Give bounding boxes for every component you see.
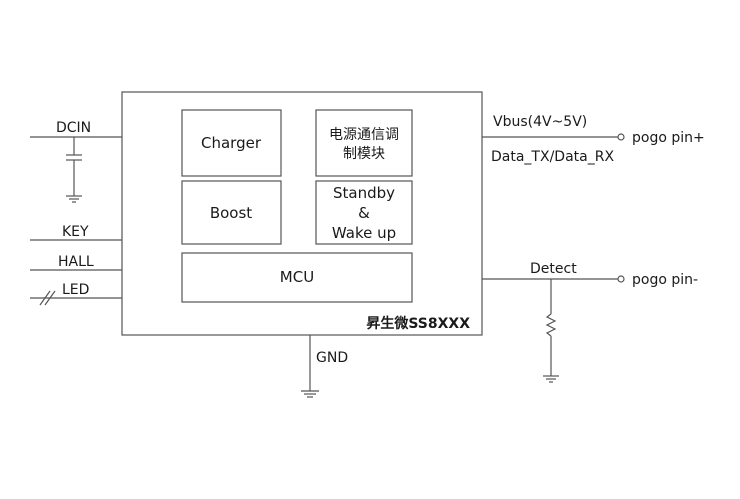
standby-block bbox=[315, 180, 413, 245]
mcu-label: MCU bbox=[280, 268, 314, 286]
key-label: KEY bbox=[62, 224, 89, 240]
led-slash-2 bbox=[44, 290, 56, 306]
boost-block bbox=[181, 180, 282, 245]
charger-block bbox=[181, 109, 282, 177]
led-label: LED bbox=[62, 282, 89, 298]
dcin-label: DCIN bbox=[56, 120, 91, 136]
pogo-minus-terminal bbox=[617, 275, 625, 283]
pogo-plus-label: pogo pin+ bbox=[632, 130, 705, 146]
resistor-zigzag bbox=[545, 313, 557, 337]
mcu-block bbox=[181, 252, 413, 303]
detect-label: Detect bbox=[530, 261, 577, 277]
boost-label: Boost bbox=[210, 204, 252, 222]
standby-label-line3: Wake up bbox=[332, 224, 396, 242]
data-label: Data_TX/Data_RX bbox=[491, 149, 614, 165]
comm-label-line2: 制模块 bbox=[343, 146, 385, 162]
charger-label: Charger bbox=[201, 134, 262, 152]
gnd-label: GND bbox=[316, 350, 348, 366]
comm-block bbox=[315, 109, 413, 177]
standby-label-line1: Standby bbox=[333, 184, 395, 202]
pogo-plus-terminal bbox=[617, 133, 625, 141]
comm-label-line1: 电源通信调 bbox=[329, 127, 399, 143]
led-slash-1 bbox=[39, 290, 51, 306]
vbus-label: Vbus(4V~5V) bbox=[493, 114, 587, 130]
pogo-minus-label: pogo pin- bbox=[632, 272, 698, 288]
chip-name: 昇生微SS8XXX bbox=[366, 315, 470, 332]
hall-label: HALL bbox=[58, 254, 94, 270]
chip-box bbox=[121, 91, 483, 336]
standby-label-line2: & bbox=[358, 204, 370, 222]
